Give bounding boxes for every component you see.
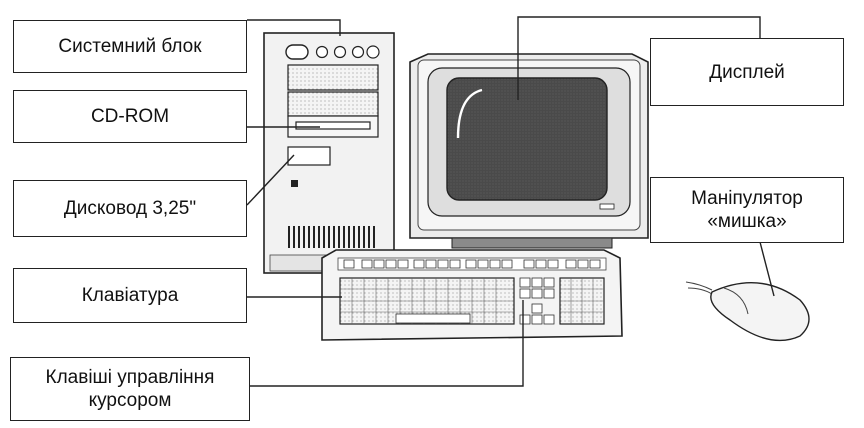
keyboard bbox=[322, 250, 622, 340]
label-system-unit: Системний блок bbox=[13, 20, 247, 73]
label-display: Дисплей bbox=[650, 38, 844, 106]
label-mouse-line1: Маніпулятор bbox=[691, 187, 803, 210]
label-cd-rom: CD-ROM bbox=[13, 90, 247, 143]
label-cursor-keys: Клавіші управління курсором bbox=[10, 357, 250, 421]
monitor bbox=[410, 54, 648, 248]
label-floppy-text: Дисковод 3,25" bbox=[64, 197, 196, 220]
system-unit bbox=[264, 33, 394, 273]
label-mouse-line2: «мишка» bbox=[707, 210, 786, 233]
mouse bbox=[686, 282, 809, 340]
label-system-unit-text: Системний блок bbox=[58, 35, 201, 58]
label-keyboard-text: Клавіатура bbox=[82, 284, 179, 307]
label-cursor-keys-line2: курсором bbox=[89, 389, 172, 412]
label-mouse: Маніпулятор «мишка» bbox=[650, 177, 844, 243]
label-display-text: Дисплей bbox=[709, 61, 785, 84]
label-cd-rom-text: CD-ROM bbox=[91, 105, 169, 128]
label-cursor-keys-line1: Клавіші управління bbox=[46, 366, 215, 389]
label-keyboard: Клавіатура bbox=[13, 268, 247, 323]
label-floppy: Дисковод 3,25" bbox=[13, 180, 247, 237]
